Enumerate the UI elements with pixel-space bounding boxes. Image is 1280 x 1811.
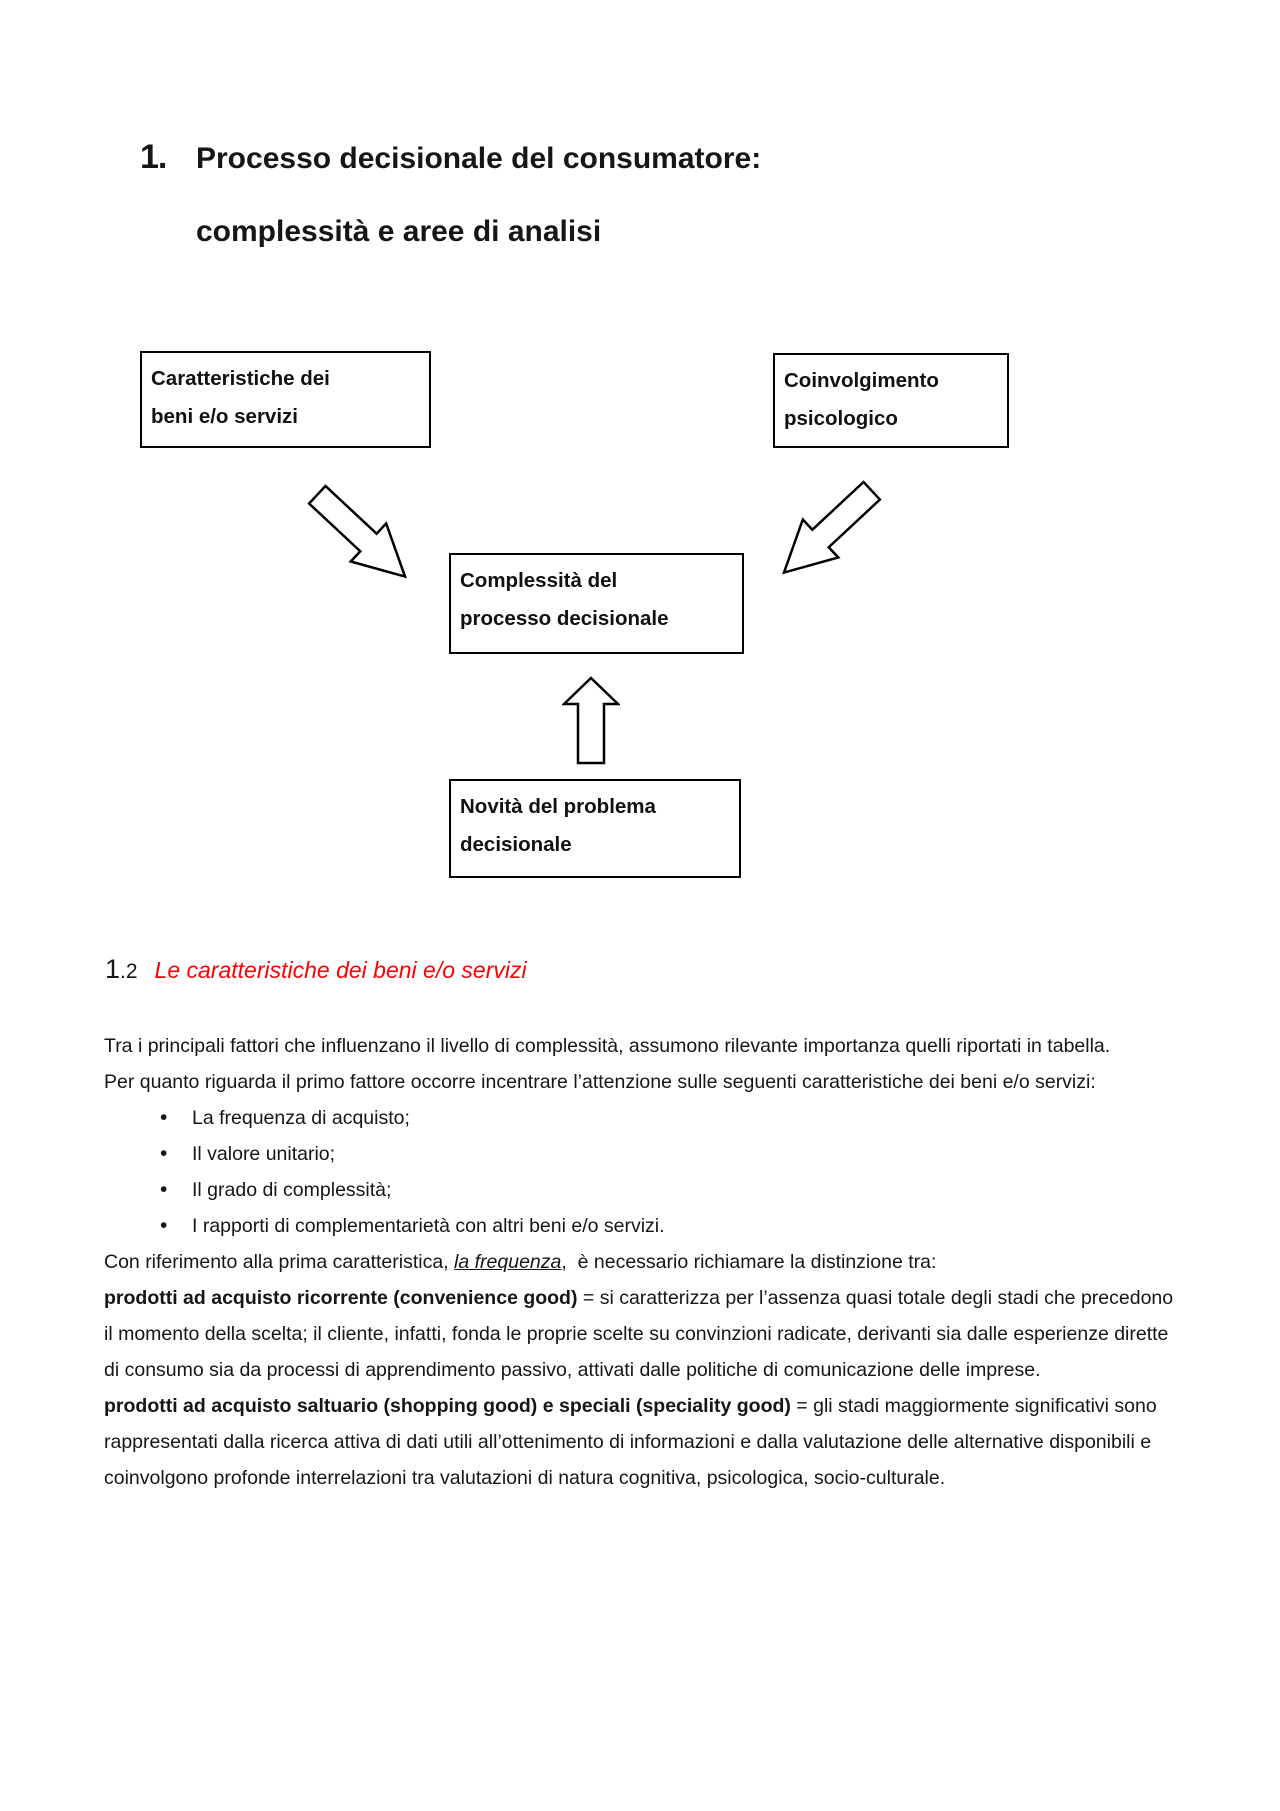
page-title-line1: 1. Processo decisionale del consumatore: <box>140 138 761 177</box>
paragraph-first-factor: Per quanto riguarda il primo fattore occ… <box>104 1071 1096 1093</box>
diagram-box-involvement: Coinvolgimento psicologico <box>773 353 1009 448</box>
diagram-box-involvement-line2: psicologico <box>784 407 898 430</box>
term-la-frequenza: la frequenza <box>454 1251 562 1273</box>
term-shopping-speciality-good: prodotti ad acquisto saltuario (shopping… <box>104 1395 791 1417</box>
section-title: Le caratteristiche dei beni e/o servizi <box>154 957 527 983</box>
list-item: Il grado di complessità; <box>104 1172 1186 1208</box>
block-arrow-up-icon <box>562 676 620 765</box>
section-heading: 1.2 Le caratteristiche dei beni e/o servi… <box>105 954 527 985</box>
paragraph-convenience-good: prodotti ad acquisto ricorrente (conveni… <box>104 1287 1174 1381</box>
paragraph-frequency: Con riferimento alla prima caratteristic… <box>104 1251 937 1273</box>
page-title-line2: complessità e aree di analisi <box>196 215 602 248</box>
list-item: La frequenza di acquisto; <box>104 1100 1186 1136</box>
diagram-box-complexity-line2: processo decisionale <box>460 607 669 630</box>
section-number-minor: .2 <box>120 960 138 983</box>
diagram-box-novelty-line2: decisionale <box>460 833 572 856</box>
paragraph-intro: Tra i principali fattori che influenzano… <box>104 1035 1111 1057</box>
paragraph-shopping-good: prodotti ad acquisto saltuario (shopping… <box>104 1395 1157 1489</box>
term-convenience-good: prodotti ad acquisto ricorrente (conveni… <box>104 1287 578 1309</box>
diagram-box-complexity-line1: Complessità del <box>460 569 618 592</box>
block-arrow-down-right-icon <box>296 472 427 600</box>
body-text: Tra i principali fattori che influenzano… <box>104 1028 1186 1496</box>
diagram-box-novelty-line1: Novità del problema <box>460 795 656 818</box>
list-item: I rapporti di complementarietà con altri… <box>104 1208 1186 1244</box>
diagram-box-novelty: Novità del problema decisionale <box>449 779 741 878</box>
section-number-major: 1 <box>105 954 121 984</box>
diagram-box-characteristics-line1: Caratteristiche dei <box>151 367 330 390</box>
diagram-box-characteristics: Caratteristiche dei beni e/o servizi <box>140 351 431 448</box>
heading-text: Processo decisionale del consumatore: <box>196 142 762 175</box>
list-item: Il valore unitario; <box>104 1136 1186 1172</box>
characteristics-bullet-list: La frequenza di acquisto; Il valore unit… <box>104 1100 1186 1244</box>
diagram-box-characteristics-line2: beni e/o servizi <box>151 405 298 428</box>
block-arrow-down-left-icon <box>762 468 893 596</box>
diagram-box-involvement-line1: Coinvolgimento <box>784 369 939 392</box>
diagram-box-complexity: Complessità del processo decisionale <box>449 553 744 654</box>
heading-number: 1. <box>140 138 167 176</box>
